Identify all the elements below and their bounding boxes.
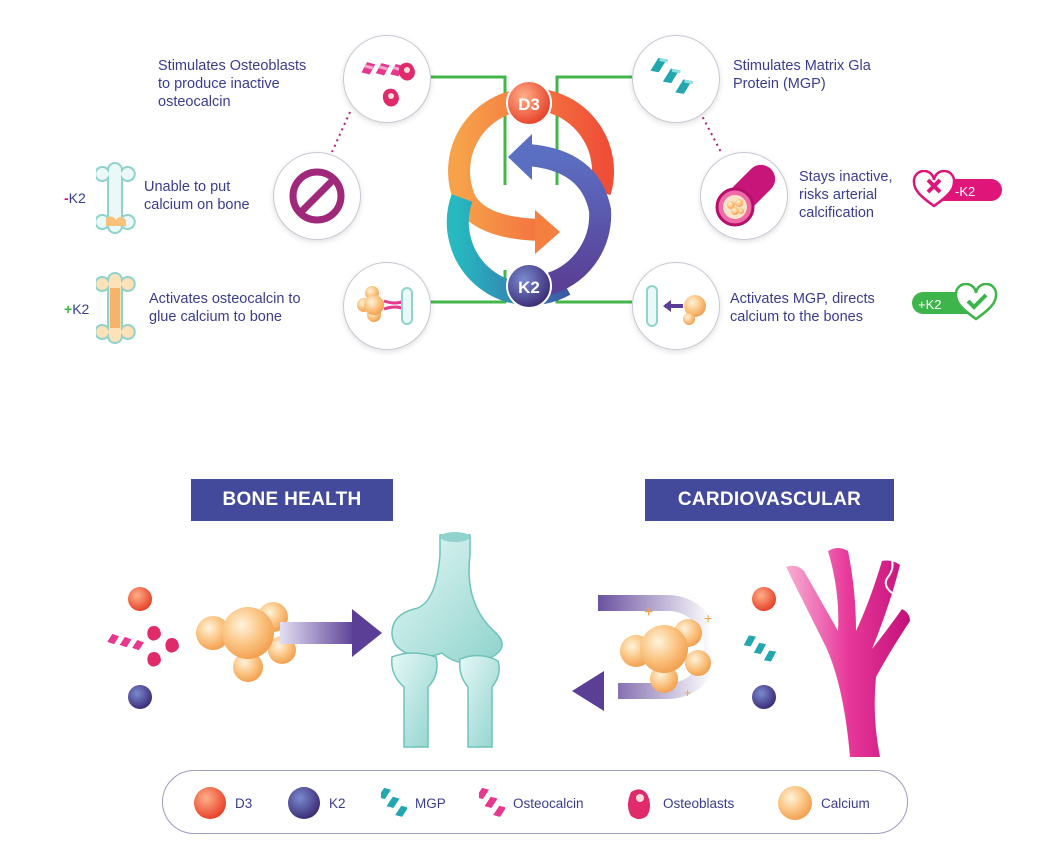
pill-minus-k2: -K2 <box>955 183 976 199</box>
legend-label: K2 <box>329 795 346 811</box>
knee-joint-icon <box>391 532 503 748</box>
legend-item-d3: D3 <box>193 771 252 835</box>
note-osteoblasts: Stimulates Osteoblasts to produce inacti… <box>158 58 307 110</box>
d3-ball-icon <box>752 587 776 611</box>
strong-bone-icon <box>96 272 136 344</box>
calcium-cluster-icon <box>620 619 711 693</box>
osteoblast-cell-icon <box>382 62 415 107</box>
legend: D3 K2 MGP Osteocalcin Osteoblasts Calciu… <box>162 770 908 834</box>
prohibited-icon <box>289 168 345 224</box>
mgp-circle <box>632 35 720 123</box>
plus-k2-tag-left: +K2 <box>64 301 90 317</box>
left-arrow-icon <box>663 300 683 312</box>
k2-node <box>506 263 552 309</box>
bone-health-banner: BONE HEALTH <box>191 479 393 521</box>
heart-check-icon <box>954 283 998 321</box>
artery-calcified-circle <box>700 152 788 240</box>
d3-ball-icon <box>128 587 152 611</box>
weak-bone-icon <box>96 162 136 234</box>
mgp-helix-icon <box>381 787 407 817</box>
legend-item-osteocalcin: Osteocalcin <box>479 771 584 835</box>
k2-ball-icon <box>128 685 152 709</box>
calcium-cluster-icon <box>683 295 706 325</box>
mgp-helix-icon <box>743 635 777 662</box>
plus-sparkle: + <box>684 686 691 700</box>
u-turn-arrow-icon <box>572 595 720 711</box>
d3-node <box>506 80 552 126</box>
plus-sparkle: + <box>644 604 653 621</box>
legend-label: Osteocalcin <box>513 795 584 811</box>
d3-node-label: D3 <box>518 95 540 114</box>
d3-orange-arc <box>448 88 615 241</box>
osteoblast-cell-icon <box>628 789 650 819</box>
k2-purple-arc <box>526 144 612 296</box>
note-k2-bone: Activates osteocalcin to glue calcium to… <box>149 291 301 325</box>
dotted-link-right <box>699 111 723 155</box>
legend-label: Calcium <box>821 795 870 811</box>
legend-item-k2: K2 <box>287 771 346 835</box>
osteoblast-cell-icon <box>147 626 179 667</box>
d3-k2-cycle-diagram: D3 K2 <box>331 75 723 309</box>
k2-ball-icon <box>288 787 320 819</box>
k2-ball-icon <box>752 685 776 709</box>
broken-heart-badge <box>912 170 1002 208</box>
bone-end-icon <box>401 287 413 325</box>
no-calcium-circle <box>273 152 361 240</box>
note-no-k2-artery: Stays inactive, risks arterial calcifica… <box>799 169 893 221</box>
artery-tree-icon <box>786 548 910 757</box>
legend-label: D3 <box>235 795 253 811</box>
minus-k2-tag-left: -K2 <box>64 190 86 206</box>
bone-end-icon <box>646 285 658 327</box>
healthy-heart-badge <box>912 283 998 321</box>
legend-item-osteoblasts: Osteoblasts <box>625 771 734 835</box>
calcium-glue-circle <box>343 262 431 350</box>
legend-label: MGP <box>415 795 446 811</box>
bone-health-illustration <box>107 532 503 748</box>
dotted-link-left <box>331 111 351 153</box>
calcium-ball-icon <box>778 786 812 820</box>
cardiovascular-banner: CARDIOVASCULAR <box>645 479 894 521</box>
k2-node-label: K2 <box>518 278 540 297</box>
note-no-k2-bone: Unable to put calcium on bone <box>144 179 250 213</box>
note-k2-artery: Activates MGP, directs calcium to the bo… <box>730 291 875 325</box>
mgp-directs-circle <box>632 262 720 350</box>
right-arrow-icon <box>280 609 382 657</box>
mgp-helix-icon <box>650 57 694 94</box>
plus-sparkle: + <box>704 610 712 626</box>
osteoblasts-circle <box>343 35 431 123</box>
legend-item-calcium: Calcium <box>777 771 870 835</box>
osteocalcin-helix-icon <box>479 787 505 817</box>
d3-ball-icon <box>194 787 226 819</box>
calcium-cluster-icon <box>357 286 384 322</box>
k2-arrowhead <box>508 134 532 180</box>
artery-cross-section-icon <box>715 164 776 227</box>
legend-label: Osteoblasts <box>663 795 735 811</box>
pill-plus-k2: +K2 <box>918 296 942 312</box>
d3-arrowhead <box>535 210 560 254</box>
legend-item-mgp: MGP <box>381 771 446 835</box>
cardiovascular-illustration: + + + <box>572 548 910 757</box>
note-mgp: Stimulates Matrix Gla Protein (MGP) <box>733 58 871 92</box>
osteocalcin-helix-icon <box>107 633 144 651</box>
